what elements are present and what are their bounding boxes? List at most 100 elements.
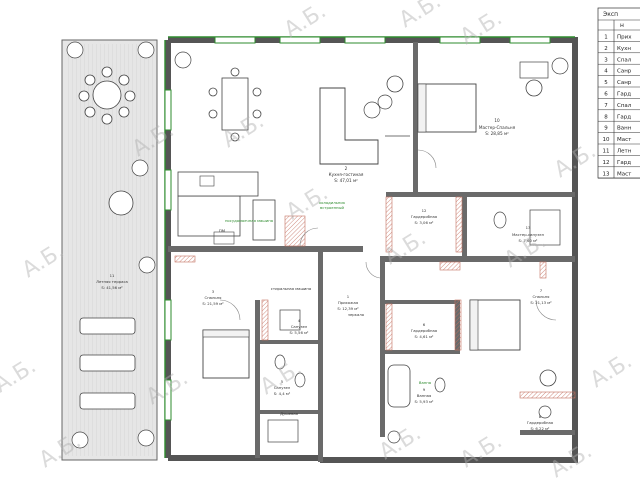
legend-row-number: 5 (604, 80, 608, 86)
room-6-num: 6 (423, 322, 426, 327)
legend-row-name: Маст (617, 137, 632, 143)
room-6-name: Гардеробная (411, 328, 437, 333)
room-11-area: S: 41,56 м² (101, 285, 123, 290)
note-shower: Душевая (280, 411, 298, 416)
room-6-area: S: 4,61 м² (415, 334, 434, 339)
room-13-name: Мастер-санузел (512, 232, 545, 237)
room-12-num: 12 (422, 208, 427, 213)
terrace-decking (66, 44, 153, 456)
room-1-area: S: 12,39 м² (337, 306, 359, 311)
bedroom-chair (539, 369, 557, 387)
legend-row-number: 6 (604, 92, 608, 98)
legend-row-name: Гард (617, 160, 631, 166)
armchair (386, 75, 404, 93)
watermark: А.Б. (18, 238, 69, 283)
legend-row-number: 9 (604, 126, 608, 132)
windows (164, 36, 551, 421)
bedroom-bed-east-headboard (469, 299, 479, 351)
note-fridge: холодильник (319, 200, 346, 205)
legend-row-name: Прих (617, 35, 632, 41)
note-washer: стиральная машина (271, 286, 311, 291)
room-10-num: 10 (494, 118, 500, 123)
room-5-name: Санузел (274, 385, 291, 390)
room-1-name: Прихожая (338, 300, 358, 305)
note-bath: Ванна (419, 380, 431, 385)
kitchen-sink (199, 175, 215, 187)
side-table (377, 94, 393, 110)
sofa (319, 87, 379, 165)
bedroom-bed-east (469, 299, 521, 351)
bathtub (387, 364, 411, 408)
legend-row-number: 11 (603, 149, 610, 155)
room-7-name: Спальня (533, 294, 550, 299)
room-3-num: 3 (212, 289, 215, 294)
watermark: А.Б. (395, 0, 446, 33)
door-swings (219, 149, 557, 321)
room-5-num: 5 (281, 379, 284, 384)
watermark: А.Б. (546, 438, 597, 480)
note-fridge-2: встроенный (320, 205, 345, 210)
legend-header-2: н (620, 22, 624, 29)
room-4-name: Санузел (291, 324, 308, 329)
room-5-area: S: 4,4 м² (274, 391, 291, 396)
room-labels: 2 Кухня-гостиная S: 47,01 м² 10 Мастер-С… (96, 118, 553, 431)
bedroom-bed-west-headboard (202, 329, 250, 338)
kitchen-island (177, 195, 241, 237)
room-3-area: S: 21,59 м² (202, 301, 224, 306)
note-pm: ПМ (219, 228, 225, 233)
terrace-furniture (78, 66, 136, 410)
legend-row-number: 4 (604, 69, 608, 75)
room-10-area: S: 28,85 м² (485, 131, 509, 136)
room-11-num: 11 (110, 273, 115, 278)
cooktop (213, 231, 235, 245)
legend-header: Эксп (603, 11, 618, 18)
kitchen-counter (177, 171, 259, 197)
legend-row-number: 3 (604, 57, 608, 63)
room-8-area: S: 6,22 м² (531, 426, 550, 431)
legend-row-number: 8 (604, 114, 608, 120)
master-bed (417, 83, 477, 133)
room-4-area: S: 5,56 м² (290, 330, 309, 335)
room-7-num: 7 (540, 288, 543, 293)
legend-row-name: Маст (617, 171, 632, 177)
hatched-partitions (174, 196, 576, 399)
room-12-name: Гардеробная (411, 214, 437, 219)
master-bed-headboard (417, 83, 427, 133)
legend-row-number: 7 (604, 103, 608, 109)
dining-chairs (208, 67, 262, 142)
room-1-num: 1 (347, 294, 350, 299)
bedroom-bed-west (202, 329, 250, 379)
note-mirror: зеркало (348, 312, 365, 317)
legend-row-number: 12 (603, 160, 610, 166)
legend-row-name: Кухн (617, 46, 631, 52)
watermark: А.Б. (586, 348, 637, 393)
room-13-num: 13 (526, 225, 531, 230)
room-9-name: Ванная (417, 393, 432, 398)
legend-row-number: 2 (604, 46, 608, 52)
legend-row-name: Гард (617, 92, 631, 98)
legend-row-number: 13 (603, 171, 610, 177)
master-chair (525, 79, 543, 97)
room-7-area: S: 21,13 м² (530, 300, 552, 305)
legend-row-number: 10 (603, 137, 610, 143)
legend-row-name: Летн (617, 149, 632, 155)
legend-row-name: Санр (617, 69, 632, 75)
legend-row-number: 1 (604, 35, 608, 41)
legend-row-name: Санр (617, 80, 632, 86)
watermark: А.Б. (0, 353, 41, 398)
fridge-unit (252, 199, 276, 241)
room-3-name: Спальня (205, 295, 222, 300)
coffee-table (363, 101, 381, 119)
bath-fixtures (267, 209, 561, 443)
room-9-area: S: 5,93 м² (415, 399, 434, 404)
plants (66, 41, 569, 449)
watermark: А.Б. (456, 428, 507, 473)
room-13-area: S: 7,60 м² (519, 238, 538, 243)
room-4-num: 4 (298, 318, 301, 323)
room-2-name: Кухня-гостиная (329, 172, 364, 177)
room-11-name: Летняя терраса (96, 279, 128, 284)
legend-row-name: Спал (617, 57, 632, 63)
